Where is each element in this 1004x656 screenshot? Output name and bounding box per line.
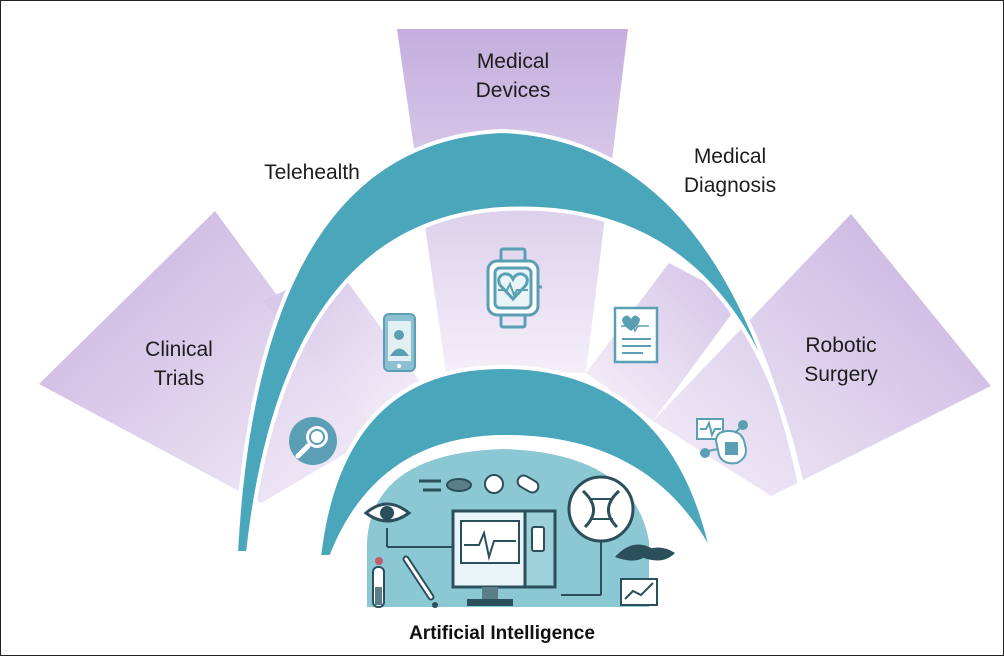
phone-doctor-icon	[383, 313, 416, 372]
inner-arch	[316, 364, 715, 559]
label-line: Telehealth	[264, 161, 360, 184]
monitor-icon	[451, 509, 557, 606]
growth-chart-icon	[620, 578, 658, 606]
wedge-medical-diagnosis	[586, 263, 741, 421]
wedge-robotic-surgery	[653, 214, 991, 496]
label-line: Medical	[476, 50, 550, 73]
ai-illustration	[363, 449, 675, 608]
label-line: Robotic	[805, 334, 877, 357]
syringe-icon	[402, 555, 438, 608]
label-line: Clinical	[145, 338, 213, 361]
dna-icon	[561, 475, 635, 596]
label-line: Devices	[475, 79, 551, 102]
label-medical-devices: Medical Devices	[453, 47, 573, 105]
label-medical-diagnosis: Medical Diagnosis	[665, 142, 795, 200]
label-robotic-surgery: Robotic Surgery	[781, 331, 901, 389]
test-tube-icon	[372, 557, 385, 608]
label-line: Diagnosis	[683, 174, 777, 197]
pills-icon	[419, 474, 540, 494]
label-line: Trials	[153, 367, 205, 390]
smartwatch-heart-icon	[486, 247, 542, 329]
magnifier-icon	[289, 417, 337, 465]
eye-icon	[363, 502, 412, 523]
label-telehealth: Telehealth	[237, 158, 387, 187]
label-line: Medical	[693, 145, 767, 168]
outer-arch	[233, 128, 815, 555]
diagram-title: Artificial Intelligence	[409, 623, 595, 644]
label-line: Surgery	[804, 363, 878, 386]
report-icon	[613, 306, 659, 364]
robot-brain-icon	[696, 418, 748, 465]
label-clinical-trials: Clinical Trials	[119, 335, 239, 393]
leaves-icon	[615, 544, 675, 561]
